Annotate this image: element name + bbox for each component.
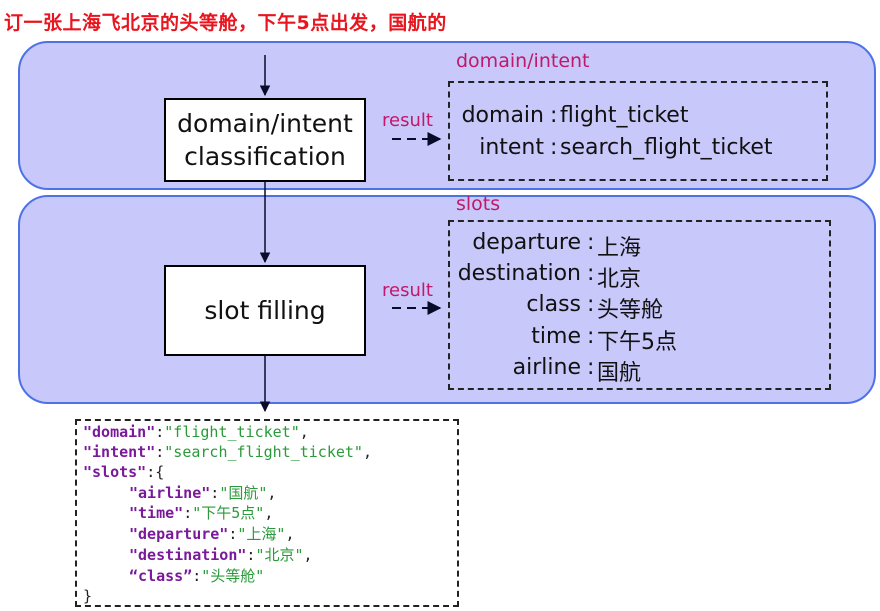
result-colon: : — [550, 103, 558, 128]
slots-panel-label: slots — [456, 193, 501, 215]
slot-colon: : — [587, 230, 595, 255]
slot-key: class — [526, 292, 581, 317]
json-line-domain: "domain":"flight_ticket", — [83, 423, 309, 441]
result-value: flight_ticket — [560, 103, 689, 128]
json-slot-line: "airline":"国航", — [129, 484, 277, 502]
slot-key: departure — [472, 230, 581, 255]
json-line-slots: "slots":{ — [83, 463, 165, 481]
slot-value: 头等舱 — [597, 298, 664, 323]
slot-filling-box: slot filling — [164, 265, 366, 356]
result-label-1: result — [382, 110, 433, 131]
slots-panel — [18, 195, 876, 404]
slot-value: 下午5点 — [597, 330, 677, 355]
domain-intent-panel — [18, 41, 876, 190]
json-slot-line: "time":"下午5点", — [129, 504, 274, 522]
domain-intent-panel-label: domain/intent — [456, 50, 590, 72]
json-slot-line: "destination":"北京", — [129, 546, 313, 564]
slot-value: 国航 — [597, 361, 642, 386]
json-output-box: "domain":"flight_ticket", "intent":"sear… — [75, 419, 459, 607]
json-line-intent: "intent":"search_flight_ticket", — [83, 443, 372, 461]
json-slot-line: “class”:"头等舱" — [129, 567, 265, 585]
slot-key: time — [531, 324, 581, 349]
result-label-2: result — [382, 280, 433, 301]
slot-key: airline — [512, 355, 581, 380]
slot-colon: : — [587, 324, 595, 349]
slot-value: 北京 — [597, 267, 642, 292]
json-slot-line: "departure":"上海", — [129, 525, 295, 543]
slots-result-box — [448, 220, 831, 390]
result-colon: : — [550, 135, 558, 160]
result-value: search_flight_ticket — [560, 135, 773, 160]
result-key: intent — [479, 135, 544, 160]
page-title: 订一张上海飞北京的头等舱，下午5点出发，国航的 — [4, 12, 447, 34]
result-key: domain — [461, 103, 544, 128]
slot-colon: : — [587, 355, 595, 380]
json-close-brace: } — [83, 587, 93, 605]
slot-colon: : — [587, 292, 595, 317]
intent-result-box — [448, 81, 828, 181]
slot-key: destination — [457, 261, 581, 286]
slot-colon: : — [587, 261, 595, 286]
slot-value: 上海 — [597, 236, 642, 261]
domain-intent-classification-box: domain/intent classification — [164, 98, 366, 182]
